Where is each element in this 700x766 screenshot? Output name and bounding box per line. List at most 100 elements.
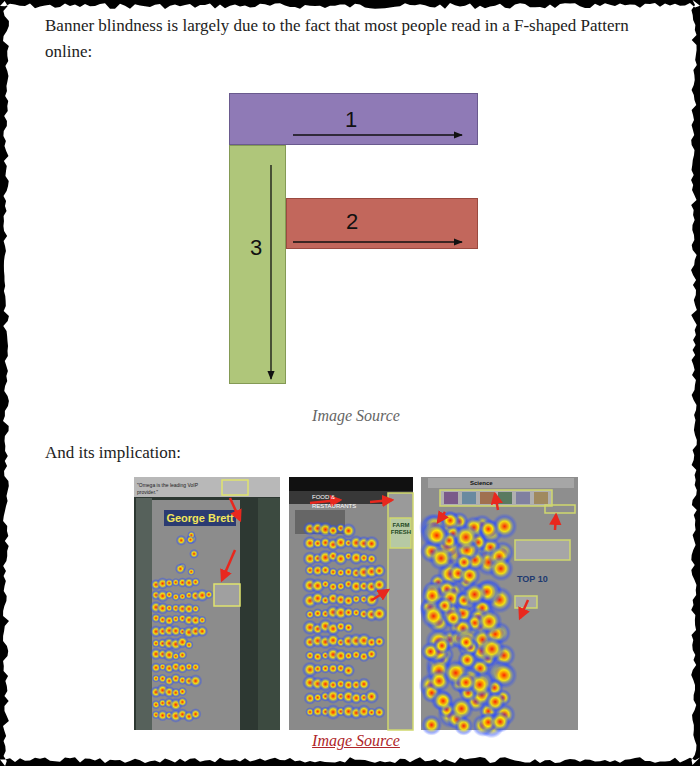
screenshot-part (444, 492, 458, 504)
scan-bar-vertical: 3 (229, 145, 286, 384)
heat-spot (452, 524, 479, 551)
ad-box (222, 480, 248, 495)
heat-spot (457, 650, 478, 671)
scan-bar-horizontal: 1 (229, 93, 478, 145)
heat-spot (457, 633, 476, 652)
heat-spot (357, 677, 371, 691)
heat-spot (342, 664, 355, 677)
heat-spot (177, 650, 187, 660)
scan-arrow (270, 165, 271, 379)
scan-bar-horizontal: 2 (286, 198, 478, 249)
heat-spot (189, 674, 203, 688)
screenshot-part (498, 492, 512, 504)
image-credit-link: Image Source (250, 731, 462, 751)
screenshot-text: "Omega is the leading VoIP provider." (137, 482, 219, 496)
heat-spot (196, 625, 208, 637)
screenshot-part (462, 492, 476, 504)
screenshot-part (480, 492, 494, 504)
ad-column (388, 493, 413, 730)
screenshot-text: George Brett (164, 511, 236, 525)
scan-arrow-layer (229, 145, 286, 384)
screenshot-part (258, 498, 280, 730)
heat-spot (372, 577, 387, 592)
screenshot-part (289, 477, 413, 491)
heat-spot (454, 716, 474, 736)
screenshot-text: FARM FRESH (389, 522, 413, 536)
red-arrow (555, 515, 556, 530)
screenshot-part (134, 477, 280, 497)
scan-arrow (293, 134, 462, 135)
screenshot-panel (421, 477, 578, 730)
heat-spot (476, 608, 503, 635)
heat-spot (191, 604, 201, 614)
screenshot-part (164, 510, 236, 526)
heat-spot (186, 535, 195, 544)
heat-spot (178, 687, 188, 697)
heat-spot (488, 556, 514, 582)
screenshot-panel (134, 477, 280, 730)
heat-spot (371, 605, 388, 622)
heat-spot (176, 535, 187, 546)
heat-spot (364, 592, 379, 607)
heat-spot (190, 708, 202, 720)
red-arrow (495, 494, 498, 510)
callout-number: 3 (250, 236, 262, 260)
heat-spot (433, 637, 451, 655)
heat-spot (187, 568, 195, 576)
red-arrow (222, 550, 235, 580)
heat-spot (364, 689, 379, 704)
heat-spot (455, 553, 474, 572)
heat-spot (373, 706, 386, 719)
callout-number: 2 (346, 210, 358, 234)
heat-spot (428, 545, 454, 571)
side-box (545, 505, 575, 513)
heat-spot (478, 519, 499, 540)
red-arrow (520, 600, 528, 618)
side-box (515, 540, 570, 560)
screenshot-text: FOOD & RESTAURANTS (312, 493, 374, 511)
screenshot-panel (289, 477, 413, 730)
heat-spot (189, 549, 199, 559)
heat-spot (191, 662, 201, 672)
heat-spot (363, 536, 379, 552)
screenshot-part (136, 498, 152, 730)
heat-spot (191, 577, 201, 587)
heat-spot (455, 672, 476, 693)
heat-spot (204, 590, 214, 600)
red-arrow (310, 500, 340, 503)
image-credit: Image Source (250, 406, 462, 426)
screenshot-part (534, 492, 548, 504)
heat-spot (489, 711, 511, 733)
red-arrow (372, 590, 388, 600)
heat-spot (366, 648, 378, 660)
heat-spot (366, 553, 377, 564)
screenshot-part (428, 478, 574, 488)
screenshot-part (516, 492, 530, 504)
red-arrow (438, 512, 445, 522)
heat-spot (424, 522, 450, 548)
screenshot-text: Science (470, 479, 510, 487)
heat-spot (421, 714, 442, 735)
heat-spot (177, 697, 188, 708)
heat-spot (432, 690, 454, 712)
screenshot-part (152, 500, 240, 730)
heat-spot (175, 563, 186, 574)
scan-arrow-layer (286, 198, 478, 249)
heat-spot (462, 582, 488, 608)
heat-spot (343, 622, 355, 634)
screenshot-text: TOP 10 (517, 574, 557, 585)
heat-spot (184, 640, 193, 649)
heat-spot (372, 564, 386, 578)
scan-arrow (293, 241, 462, 242)
body-paragraph: Banner blindness is largely due to the f… (45, 13, 680, 65)
heat-spot (373, 635, 385, 647)
heat-spot (421, 584, 444, 607)
heat-spot (198, 615, 207, 624)
ad-box (214, 584, 240, 606)
heat-spot (478, 635, 505, 662)
body-paragraph: And its implication: (45, 442, 445, 464)
callout-number: 1 (345, 108, 357, 132)
